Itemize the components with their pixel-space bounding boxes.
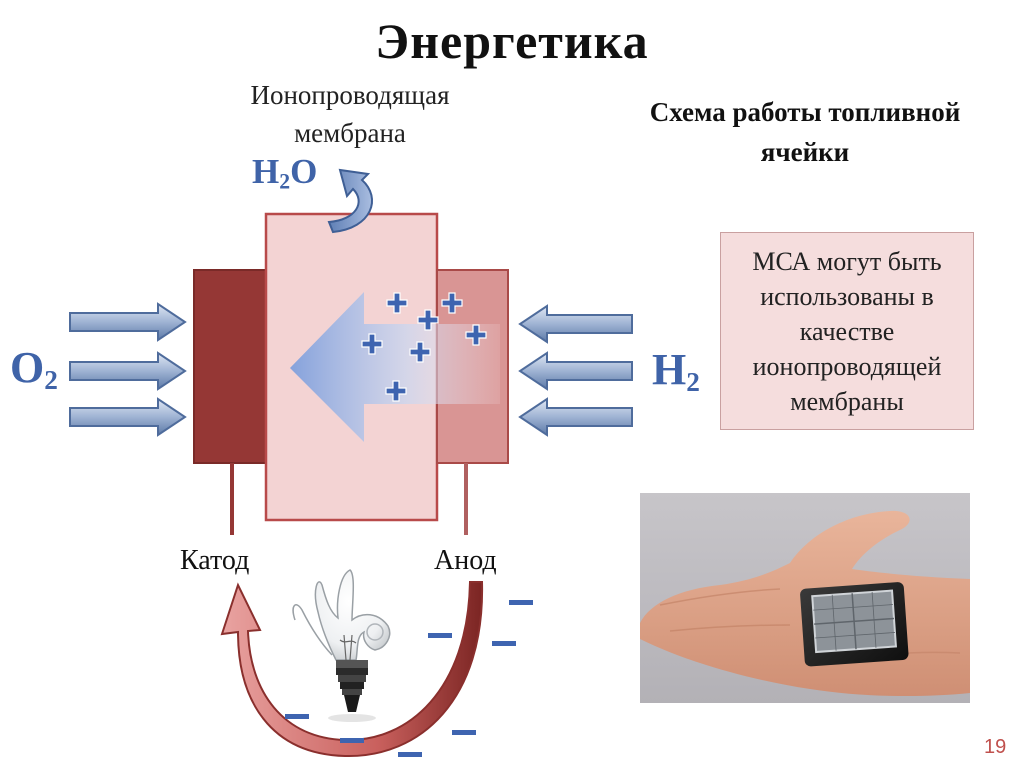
electron-icon [428, 633, 452, 638]
ion-migration-arrow [290, 292, 500, 442]
oxygen-arrow-icon [69, 351, 187, 391]
proton-icon [361, 333, 383, 355]
cathode-label: Катод [180, 545, 250, 576]
oxygen-arrow-icon [69, 397, 187, 437]
electron-icon [452, 730, 476, 735]
hydrogen-formula: H2 [652, 345, 700, 397]
note-box: МСА могут быть использованы в качестве и… [720, 232, 974, 430]
electron-markers [285, 600, 533, 757]
hydrogen-arrows [518, 304, 633, 437]
lightbulb-hand-icon [292, 569, 391, 722]
electron-icon [492, 641, 516, 646]
electron-icon [398, 752, 422, 757]
proton-icon [386, 292, 408, 314]
hand-with-fuel-cell-image [640, 510, 970, 697]
proton-icon [465, 324, 487, 346]
note-text: МСА могут быть использованы в качестве и… [752, 246, 942, 416]
electron-icon [509, 600, 533, 605]
scheme-title: Схема работы топливной ячейки [649, 97, 961, 167]
water-formula: H2O [252, 152, 318, 194]
slide-title: Энергетика [375, 13, 649, 69]
oxygen-arrows [69, 302, 187, 437]
oxygen-formula: O2 [10, 343, 58, 395]
electron-icon [340, 738, 364, 743]
circuit-arrow-icon [220, 581, 484, 758]
anode-label: Анод [434, 545, 497, 576]
proton-markers [361, 292, 487, 402]
water-exit-arrow-icon [327, 168, 373, 234]
hydrogen-arrow-icon [518, 304, 633, 344]
cathode-plate [193, 269, 271, 464]
proton-icon [417, 309, 439, 331]
electron-icon [285, 714, 309, 719]
proton-icon [385, 380, 407, 402]
fuel-cell-photo [640, 493, 970, 703]
membrane-label: Ионопроводящая мембрана [250, 80, 450, 148]
proton-icon [441, 292, 463, 314]
page-number: 19 [984, 736, 1007, 758]
hydrogen-arrow-icon [518, 351, 633, 391]
proton-icon [409, 341, 431, 363]
oxygen-arrow-icon [69, 302, 187, 342]
hydrogen-arrow-icon [518, 397, 633, 437]
